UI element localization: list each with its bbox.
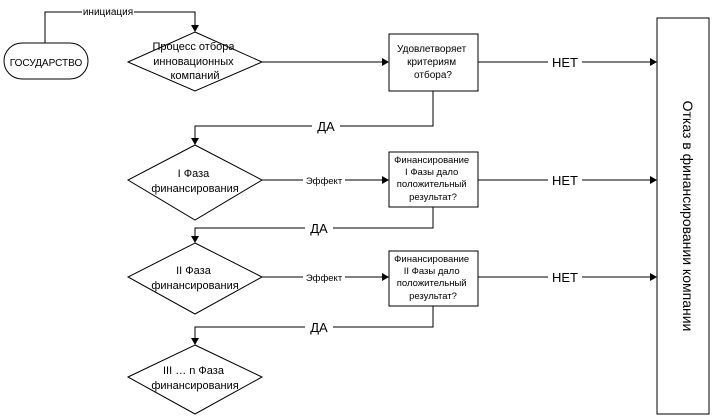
arrowhead [382, 273, 389, 281]
phase2-text: II Фаза финансирования [151, 265, 238, 292]
phase1-check-box [388, 151, 479, 208]
phase1-line-2: финансирования [151, 183, 238, 195]
phase1-check-line-3: положительный [397, 179, 467, 190]
phase2-diamond [126, 242, 264, 315]
selection-process-line-1: Процесс отбора [152, 41, 235, 53]
yes-label-2-bg [305, 220, 333, 236]
selection-process-line-3: компаний [170, 70, 219, 82]
arrowhead [191, 236, 199, 243]
phase2-line-2: финансирования [151, 280, 238, 292]
no-label-3-bg [548, 269, 582, 285]
yes-label-1-bg [312, 118, 340, 134]
selection-check-text: Удовлетворяет критериям отбора? [397, 44, 469, 81]
phase3-text: III … n Фаза финансирования [151, 365, 238, 392]
phase2-check-text: Финансирование II Фазы дало положительны… [394, 254, 472, 302]
initiation-label: инициация [83, 7, 133, 18]
arrowhead [191, 338, 199, 345]
yes-label-3: ДА [310, 320, 328, 335]
no-label-1: НЕТ [552, 55, 578, 70]
phase1-check-line-1: Финансирование [394, 155, 469, 166]
phase2-check-line-2: II Фазы дало [404, 266, 460, 277]
phase2-check-line-3: положительный [397, 278, 467, 289]
selection-process-text: Процесс отбора инновационных компаний [152, 41, 237, 82]
phase3-line-2: финансирования [151, 380, 238, 392]
phase2-check-line-4: результат? [409, 291, 457, 302]
arrowhead [191, 25, 199, 32]
selection-check-line-2: критериям [407, 57, 456, 68]
phase2-check-box [388, 250, 479, 307]
rejection-box [656, 17, 710, 415]
no-label-2: НЕТ [552, 173, 578, 188]
arrowhead [650, 176, 657, 184]
arrowhead [382, 58, 389, 66]
effect-label-1: Эффект [306, 176, 343, 187]
phase2-check-line-1: Финансирование [394, 254, 469, 265]
rejection-label: Отказ в финансировании компании [680, 101, 696, 332]
yes-label-2: ДА [310, 221, 328, 236]
selection-check-line-1: Удовлетворяет [397, 44, 467, 55]
start-terminator [3, 42, 89, 80]
yes-label-1: ДА [317, 119, 335, 134]
arrowhead [191, 138, 199, 145]
selection-check-line-3: отбора? [414, 69, 452, 81]
arrowhead [382, 176, 389, 184]
selection-process-line-2: инновационных [153, 56, 234, 68]
phase3-diamond [126, 344, 264, 415]
phase1-diamond [126, 144, 264, 221]
no-label-3: НЕТ [552, 270, 578, 285]
arrowhead [650, 273, 657, 281]
initiation-label-bg [82, 5, 134, 18]
start-label: ГОСУДАРСТВО [10, 58, 83, 69]
phase1-check-line-4: результат? [409, 192, 457, 203]
no-label-2-bg [548, 172, 582, 188]
phase1-check-line-2: I Фазы дало [405, 167, 458, 178]
phase1-check-text: Финансирование I Фазы дало положительный… [394, 155, 472, 203]
phase1-text: I Фаза финансирования [151, 168, 238, 195]
selection-process-diamond [126, 31, 264, 92]
effect-label-2: Эффект [306, 273, 343, 284]
effect-label-1-bg [303, 174, 345, 187]
phase3-line-1: III … n Фаза [163, 365, 225, 377]
arrowhead [650, 58, 657, 66]
phase1-line-1: I Фаза [178, 168, 211, 180]
effect-label-2-bg [303, 271, 345, 284]
yes-label-3-bg [305, 319, 333, 335]
phase2-line-1: II Фаза [176, 265, 212, 277]
selection-check-box [388, 33, 479, 92]
no-label-1-bg [548, 54, 582, 70]
